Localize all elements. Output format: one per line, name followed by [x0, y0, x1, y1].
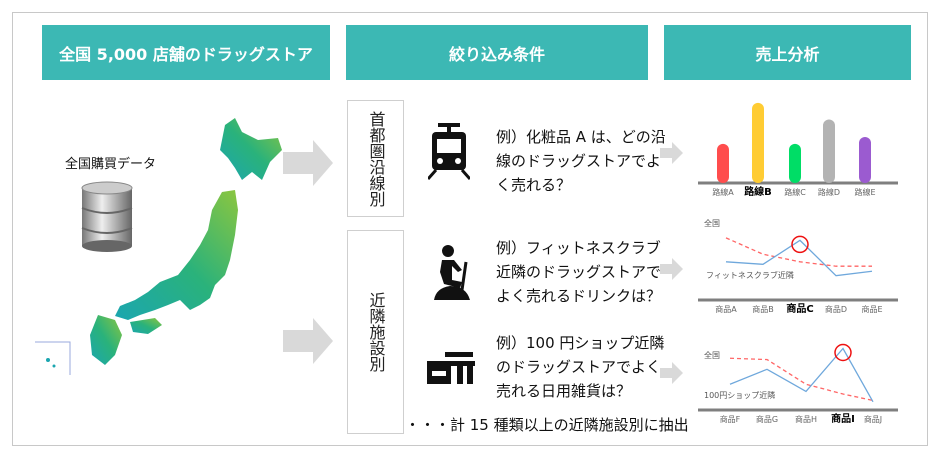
x-tick-label: 路線C: [784, 187, 806, 197]
honshu-shape: [115, 190, 238, 320]
series-label: 全国: [704, 218, 720, 228]
series-line-100円ショップ近隣: [729, 347, 874, 403]
facility-count-note: ・・・計 15 種類以上の近隣施設別に抽出: [405, 416, 689, 434]
arrow-right-icon: [283, 140, 333, 186]
small-arrow-icon: [660, 258, 683, 280]
shop-counter-icon: [427, 352, 475, 384]
x-tick-label: 商品B: [752, 304, 774, 314]
x-tick-label: 路線B: [744, 185, 772, 198]
x-tick-label: 商品J: [864, 414, 882, 424]
x-tick-label: 路線D: [818, 187, 840, 197]
shikoku-shape: [130, 318, 162, 334]
x-tick-label: 商品G: [756, 414, 778, 424]
train-icon: [428, 123, 470, 180]
arrow-right-icon: [283, 318, 333, 364]
header-filters: 絞り込み条件: [346, 25, 648, 80]
kyushu-shape: [90, 315, 122, 365]
x-tick-label: 商品F: [720, 414, 741, 424]
hokkaido-shape: [220, 118, 282, 180]
header-sales-analysis: 売上分析: [664, 25, 911, 80]
bar-路線E: [859, 137, 871, 183]
route-bar-chart: 路線A 路線B 路線C 路線D 路線E: [698, 102, 898, 198]
bar-路線A: [717, 143, 729, 183]
series-label: 100円ショップ近隣: [704, 390, 775, 400]
category-nearby-facility-label: 近隣施設別: [366, 292, 386, 372]
series-line-全国: [725, 237, 872, 267]
series-line-フィットネスクラブ近隣: [725, 239, 873, 277]
category-railway: 首都圏沿線別: [347, 100, 404, 217]
x-tick-label: 商品C: [786, 302, 813, 315]
okinawa-inset: [35, 341, 71, 375]
category-railway-label: 首都圏沿線別: [366, 110, 386, 207]
category-nearby-facility: 近隣施設別: [347, 230, 404, 434]
question-fitness: 例）フィットネスクラブ近隣のドラッグストアでよく売れるドリンクは？: [496, 239, 662, 305]
x-tick-label: 商品D: [825, 304, 847, 314]
outer-frame: [12, 12, 928, 446]
exercise-bike-icon: [434, 245, 470, 300]
bar-路線C: [789, 143, 801, 183]
database-label: 全国購買データ: [65, 157, 157, 172]
highlight-circle: [834, 343, 852, 362]
series-label: 全国: [704, 350, 720, 360]
small-arrow-icon: [660, 362, 683, 384]
small-arrow-icon: [660, 142, 683, 164]
x-tick-label: 路線A: [712, 187, 734, 197]
x-tick-label: 商品H: [795, 414, 817, 424]
question-railway: 例）化粧品 A は、どの沿線のドラッグストアでよく売れる？: [496, 128, 666, 194]
series-label: フィットネスクラブ近隣: [706, 270, 794, 280]
highlight-circle: [791, 235, 809, 254]
japan-map: [35, 118, 282, 375]
bar-路線B: [752, 102, 764, 183]
x-tick-label: 商品E: [861, 304, 882, 314]
header-stores: 全国 5,000 店舗のドラッグストア: [42, 25, 330, 80]
x-tick-label: 商品I: [831, 412, 855, 425]
bar-路線D: [823, 119, 835, 183]
question-100yen-shop: 例）100 円ショップ近隣のドラッグストアでよく売れる日用雑貨は？: [496, 334, 665, 400]
x-tick-label: 路線E: [854, 187, 875, 197]
series-line-全国: [729, 357, 874, 402]
database-icon: [81, 181, 133, 252]
x-tick-label: 商品A: [715, 304, 737, 314]
